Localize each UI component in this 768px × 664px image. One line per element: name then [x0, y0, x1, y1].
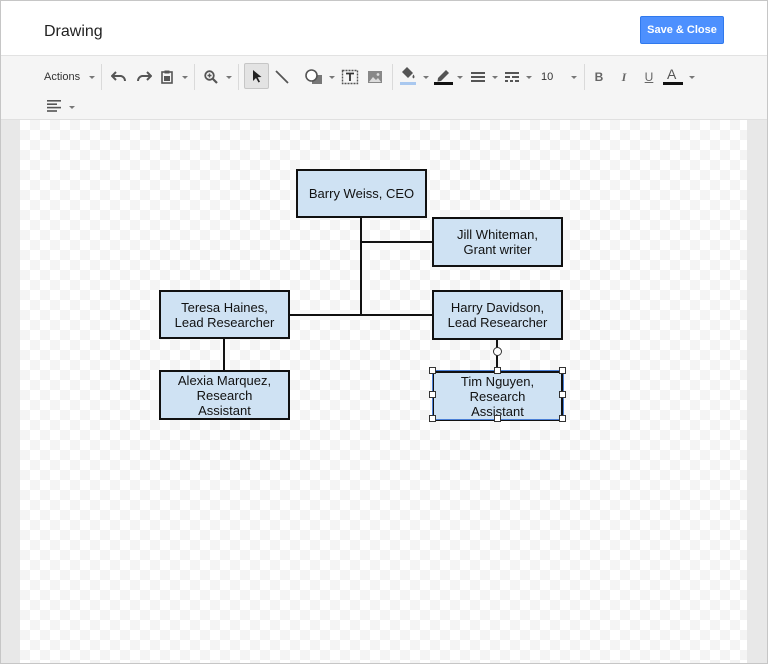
resize-handle-n[interactable]	[494, 367, 501, 374]
chevron-down-icon[interactable]	[69, 106, 75, 109]
dialog-title: Drawing	[44, 23, 103, 40]
rotate-handle[interactable]	[493, 347, 502, 356]
line-dash-icon	[505, 72, 519, 82]
node-ceo[interactable]: Barry Weiss, CEO	[296, 169, 427, 218]
resize-handle-sw[interactable]	[429, 415, 436, 422]
zoom-button[interactable]	[202, 65, 220, 89]
node-grant-writer[interactable]: Jill Whiteman, Grant writer	[432, 217, 563, 267]
image-button[interactable]	[365, 65, 385, 89]
save-and-close-button[interactable]: Save & Close	[640, 16, 724, 44]
resize-handle-e[interactable]	[559, 391, 566, 398]
align-left-icon	[47, 100, 61, 112]
text-color-letter: A	[667, 66, 677, 82]
undo-icon	[111, 71, 126, 82]
node-research-assistant-left[interactable]: Alexia Marquez, Research Assistant	[159, 370, 290, 420]
toolbar-divider	[238, 64, 239, 90]
image-icon	[368, 71, 382, 83]
clipboard-icon	[161, 70, 173, 84]
line-dash-button[interactable]	[502, 65, 522, 89]
paste-button[interactable]	[158, 65, 176, 89]
selection-outline	[432, 370, 564, 420]
underline-button[interactable]: U	[644, 70, 654, 84]
chevron-down-icon[interactable]	[423, 76, 429, 79]
text-box-button[interactable]	[340, 65, 360, 89]
line-icon	[275, 70, 289, 84]
toolbar: Actions	[1, 56, 767, 120]
connector-line[interactable]	[360, 241, 434, 243]
line-weight-icon	[471, 72, 485, 82]
text-box-icon	[341, 69, 359, 85]
pencil-icon	[434, 70, 453, 85]
chevron-down-icon[interactable]	[329, 76, 335, 79]
text-color-swatch	[663, 82, 683, 85]
canvas-area: Barry Weiss, CEO Jill Whiteman, Grant wr…	[1, 120, 767, 663]
fill-color-button[interactable]	[397, 63, 419, 89]
paint-bucket-icon	[400, 67, 416, 85]
chevron-down-icon[interactable]	[689, 76, 695, 79]
toolbar-divider	[392, 64, 393, 90]
actions-menu[interactable]: Actions	[44, 65, 95, 89]
chevron-down-icon	[571, 76, 577, 79]
redo-button[interactable]	[134, 65, 154, 89]
align-button[interactable]	[45, 96, 63, 116]
actions-label: Actions	[44, 71, 81, 83]
select-tool-button[interactable]	[244, 63, 269, 89]
line-color-button[interactable]	[432, 63, 454, 89]
resize-handle-s[interactable]	[494, 415, 501, 422]
zoom-icon	[204, 70, 218, 84]
connector-line[interactable]	[223, 338, 225, 370]
toolbar-divider	[194, 64, 195, 90]
resize-handle-w[interactable]	[429, 391, 436, 398]
line-weight-button[interactable]	[468, 65, 488, 89]
chevron-down-icon[interactable]	[182, 76, 188, 79]
node-lead-researcher-left[interactable]: Teresa Haines, Lead Researcher	[159, 290, 290, 339]
chevron-down-icon	[89, 76, 95, 79]
text-color-button[interactable]: A	[662, 63, 684, 89]
undo-button[interactable]	[109, 65, 129, 89]
font-size-select[interactable]: 10	[541, 65, 577, 89]
resize-handle-se[interactable]	[559, 415, 566, 422]
toolbar-divider	[101, 64, 102, 90]
resize-handle-ne[interactable]	[559, 367, 566, 374]
connector-line[interactable]	[289, 314, 434, 316]
drawing-canvas[interactable]: Barry Weiss, CEO Jill Whiteman, Grant wr…	[20, 120, 747, 663]
shape-tool-button[interactable]	[303, 65, 325, 89]
font-size-value: 10	[541, 71, 554, 83]
chevron-down-icon[interactable]	[457, 76, 463, 79]
node-lead-researcher-right[interactable]: Harry Davidson, Lead Researcher	[432, 290, 563, 340]
bold-button[interactable]: B	[594, 70, 604, 84]
shape-icon	[305, 69, 322, 84]
line-tool-button[interactable]	[273, 65, 291, 89]
toolbar-divider	[584, 64, 585, 90]
chevron-down-icon[interactable]	[492, 76, 498, 79]
connector-line[interactable]	[360, 217, 362, 315]
dialog-header: Drawing Save & Close	[1, 1, 767, 56]
italic-button[interactable]: I	[621, 69, 627, 84]
chevron-down-icon[interactable]	[526, 76, 532, 79]
resize-handle-nw[interactable]	[429, 367, 436, 374]
chevron-down-icon[interactable]	[226, 76, 232, 79]
redo-icon	[137, 71, 152, 82]
cursor-arrow-icon	[252, 70, 261, 83]
